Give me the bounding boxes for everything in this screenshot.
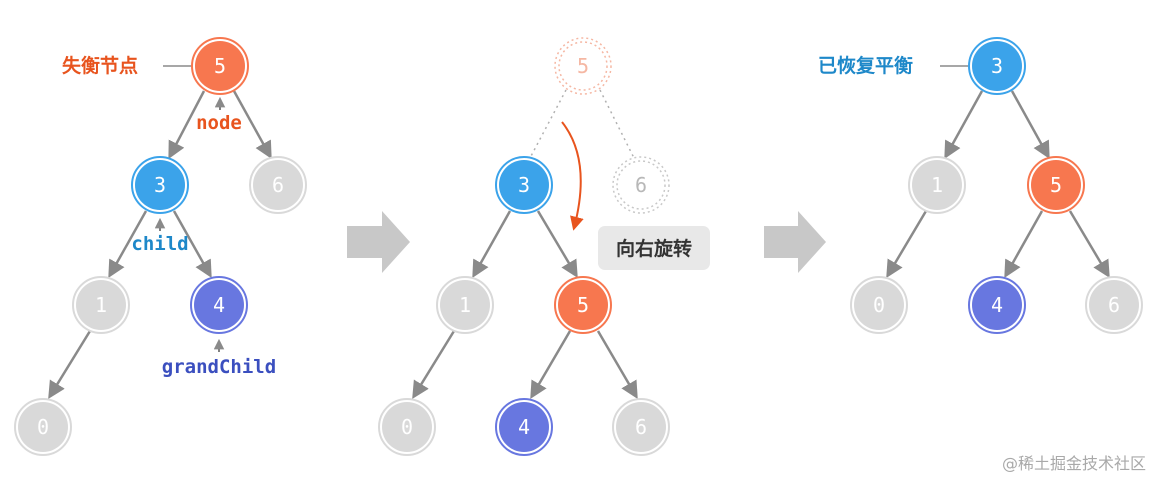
panel-after-rotation: 已恢复平衡 3 1 5 0 4 xyxy=(818,37,1143,334)
node-value: 5 xyxy=(577,293,589,317)
node-value: 0 xyxy=(401,415,413,439)
balanced-label: 已恢复平衡 xyxy=(818,54,913,77)
tree-node-3: 3 xyxy=(131,156,189,214)
tree-node-6: 6 xyxy=(1085,276,1143,334)
node-value: 6 xyxy=(272,173,284,197)
ghost-edge-5-3 xyxy=(529,89,567,159)
node-value: 6 xyxy=(1108,293,1120,317)
panel2-edges xyxy=(412,210,638,400)
tree-node-1: 1 xyxy=(436,276,494,334)
tree-node-5: 5 xyxy=(1027,156,1085,214)
edge-3-5 xyxy=(536,210,578,279)
node-value: 1 xyxy=(459,293,471,317)
node-value: 5 xyxy=(1050,173,1062,197)
ghost-node-5: 5 xyxy=(554,37,612,95)
edge-1-0 xyxy=(48,330,92,399)
panel1-edges xyxy=(48,90,272,399)
tree-node-4: 4 xyxy=(190,276,248,334)
tree-node-1: 1 xyxy=(72,276,130,334)
node-label: node xyxy=(196,112,242,134)
node-value: 1 xyxy=(95,293,107,317)
node-value: 4 xyxy=(518,415,530,439)
tree-node-5: 5 xyxy=(191,37,249,95)
node-value: 0 xyxy=(873,293,885,317)
edge-3-4 xyxy=(172,210,212,279)
edge-3-1 xyxy=(944,90,984,160)
unbalanced-node-label: 失衡节点 xyxy=(62,54,138,77)
tree-node-3: 3 xyxy=(968,37,1026,95)
grandchild-label: grandChild xyxy=(162,356,276,378)
tree-node-3: 3 xyxy=(495,156,553,214)
tree-node-0: 0 xyxy=(378,398,436,456)
node-value: 6 xyxy=(635,415,647,439)
node-value: 6 xyxy=(635,173,647,197)
edge-3-1 xyxy=(108,210,148,279)
edge-5-6 xyxy=(1068,210,1110,279)
tree-node-6: 6 xyxy=(612,398,670,456)
edge-5-4 xyxy=(1004,210,1044,279)
edge-5-3 xyxy=(168,90,206,160)
child-label: child xyxy=(131,233,188,255)
edge-5-6 xyxy=(232,90,272,160)
node-value: 4 xyxy=(213,293,225,317)
node-value: 3 xyxy=(991,54,1003,78)
transition-arrow-icon xyxy=(347,211,410,273)
ghost-node-6: 6 xyxy=(612,156,670,214)
tree-node-6: 6 xyxy=(249,156,307,214)
panel2-ghost-edges xyxy=(529,89,635,159)
ghost-edge-5-6 xyxy=(599,89,635,159)
edge-5-4 xyxy=(530,330,572,400)
edge-5-6 xyxy=(596,330,638,400)
rotate-right-label: 向右旋转 xyxy=(616,237,692,260)
panel-before-rotation: 失衡节点 5 node 3 child 6 1 xyxy=(14,37,307,456)
rotate-right-arrow-icon xyxy=(561,121,584,231)
transition-arrow-icon xyxy=(764,211,826,273)
tree-node-0: 0 xyxy=(14,398,72,456)
node-value: 5 xyxy=(577,54,589,78)
edge-1-0 xyxy=(412,330,456,399)
node-value: 0 xyxy=(37,415,49,439)
rotate-right-label-box: 向右旋转 xyxy=(598,226,710,270)
tree-node-5: 5 xyxy=(554,276,612,334)
tree-node-4: 4 xyxy=(968,276,1026,334)
node-value: 4 xyxy=(991,293,1003,317)
node-value: 1 xyxy=(931,173,943,197)
panel3-edges xyxy=(886,90,1110,279)
edge-3-1 xyxy=(472,210,512,279)
tree-node-4: 4 xyxy=(495,398,553,456)
node-value: 3 xyxy=(518,173,530,197)
edge-1-0 xyxy=(886,210,928,279)
node-value: 3 xyxy=(154,173,166,197)
watermark: @稀土掘金技术社区 xyxy=(1002,454,1146,473)
edge-3-5 xyxy=(1010,90,1050,160)
tree-node-1: 1 xyxy=(908,156,966,214)
panel-rotating: 5 6 向右旋转 3 1 5 xyxy=(378,37,710,456)
node-value: 5 xyxy=(214,54,226,78)
tree-node-0: 0 xyxy=(850,276,908,334)
